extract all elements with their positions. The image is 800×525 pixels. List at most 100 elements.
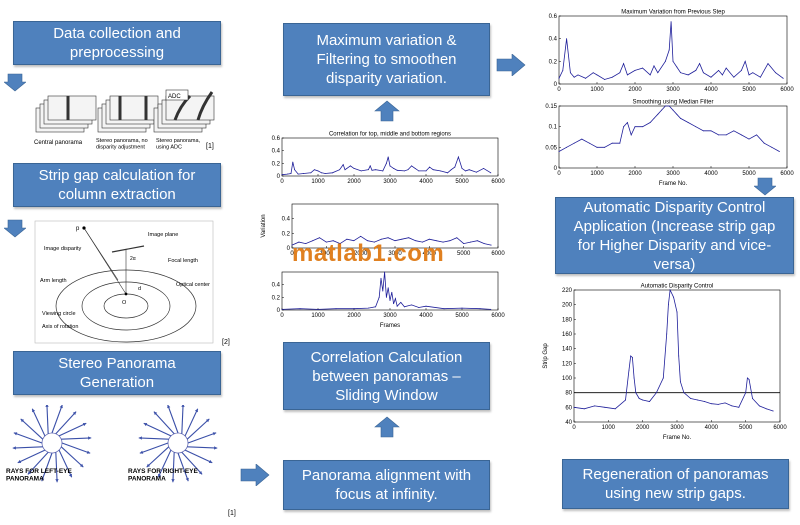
corr3-data-point [461, 307, 463, 309]
arrow-right-1 [496, 54, 526, 76]
adc-data-point [604, 406, 606, 408]
smoothing-xtick-label: 5000 [742, 171, 756, 177]
corr2-data-point [435, 240, 437, 242]
smoothing-xtick-label: 1000 [590, 171, 604, 177]
corr1-xtick-label: 1000 [311, 179, 325, 185]
corr1-data-point [490, 172, 492, 174]
maxvar-data-point [767, 63, 769, 65]
corr3-data-point [425, 305, 427, 307]
geo-label-image-disparity: Image disparity [44, 246, 82, 252]
smoothing-data-point [653, 117, 655, 119]
adc-ytick-label: 40 [565, 420, 572, 426]
corr1-data-point [353, 167, 355, 169]
adc-ytick-label: 140 [562, 347, 573, 353]
corr3-xtick-label: 6000 [491, 313, 505, 319]
adc-data-point [752, 398, 753, 399]
smoothing-data-point [763, 142, 765, 144]
corr3-data-point [281, 308, 283, 310]
corr3-data-point [490, 308, 492, 310]
adc-data-point [717, 403, 719, 405]
corr1-xtick-label: 6000 [491, 179, 505, 185]
adc-data-point [758, 405, 760, 407]
corr1-data-point [339, 169, 341, 171]
corr3-data-point [382, 290, 384, 292]
ray-arrowhead [79, 463, 84, 468]
ray-arrowhead [27, 470, 32, 475]
adc-data-point [745, 392, 747, 394]
corr1-data-point [432, 169, 434, 171]
corr3-xtick-label: 4000 [419, 313, 433, 319]
corr2-data-point [449, 240, 451, 242]
adc-title: Automatic Disparity Control [641, 284, 714, 290]
geo-label-optical-center: Optical center [176, 282, 210, 288]
strip-stack-2 [97, 95, 159, 133]
smoothing-data-point [672, 109, 674, 111]
geo-label-image-plane: Image plane [148, 232, 178, 238]
maxvar-xtick-label: 4000 [704, 87, 718, 93]
maxvar-data-point [623, 63, 625, 65]
maxvar-data-point [718, 69, 720, 71]
ray-arrowhead [138, 436, 142, 440]
adc-data-point [635, 392, 637, 394]
adc-data-point [649, 401, 650, 402]
adc-data-point [697, 399, 699, 401]
right-eye-rays [138, 405, 218, 483]
corr1-data-point [360, 170, 362, 172]
adc-xtick-label: 5000 [739, 425, 753, 431]
ray-arrowhead [32, 408, 36, 413]
ref-rays: [1] [228, 510, 236, 517]
maxvar-data-point [604, 79, 606, 80]
maxvar-data-point [710, 76, 712, 78]
corr3-data-point [479, 308, 481, 310]
data-collection-label: Data collection and preprocessing [53, 25, 181, 61]
adc-data-point [628, 370, 630, 372]
ray-arrowhead [88, 436, 92, 440]
adc-data-point [676, 311, 678, 313]
geo-label-focal-length: Focal length [168, 258, 198, 264]
ray-line [146, 446, 170, 468]
geo-label-arm-length: Arm length [40, 278, 67, 284]
maxvar-data-point [649, 74, 651, 76]
adc-data-point [614, 408, 616, 410]
maxvar-xtick-label: 6000 [780, 87, 794, 93]
maxvar-ytick-label: 0.2 [549, 59, 558, 65]
corr2-data-point [339, 243, 341, 245]
corr2-data-point [401, 238, 403, 240]
corr1-data-point [457, 156, 459, 158]
regeneration-label: Regeneration of panoramas using new stri… [582, 466, 769, 502]
ray-line [20, 418, 44, 440]
maxvar-data-point [592, 72, 594, 74]
corr3-data-point [403, 306, 405, 308]
smoothing-data-point [695, 126, 697, 128]
smoothing-data-point [778, 151, 780, 152]
corr3-data-point [367, 307, 369, 309]
ray-arrowhead [20, 418, 25, 423]
adc-ytick-label: 200 [562, 303, 573, 309]
adc-ytick-label: 60 [565, 405, 572, 411]
smoothing-xtick-label: 6000 [780, 171, 794, 177]
corr1-data-point [387, 156, 389, 158]
ray-line [51, 405, 63, 434]
corr2-data-point [394, 240, 396, 242]
corr1-data-point [385, 162, 387, 164]
corr3-xtick-label: 0 [280, 313, 284, 319]
corr2-xtick-label: 2000 [354, 251, 368, 257]
corr1-data-point [297, 173, 299, 175]
corr3-data-point [335, 308, 337, 310]
corr2-data-point [483, 243, 485, 245]
maxvar-ytick-label: 0.6 [549, 14, 558, 20]
corr-plot-1: Correlation for top, middle and bottom r… [272, 132, 506, 186]
corr2-data-point [332, 240, 334, 242]
strip-gap-box: Strip gap calculation for column extract… [13, 163, 221, 207]
stereo-panorama-box: Stereo Panorama Generation [13, 351, 221, 395]
ray-line [184, 449, 213, 464]
adc-data-point [630, 355, 632, 357]
maxvar-data-point [670, 21, 672, 23]
corr1-data-point [429, 166, 431, 168]
smoothing-data-point [626, 122, 628, 123]
maxvar-data-point [657, 72, 659, 74]
maxvar-xtick-label: 0 [557, 87, 561, 93]
maxvar-data-point [752, 72, 754, 74]
ray-arrowhead [167, 405, 171, 409]
